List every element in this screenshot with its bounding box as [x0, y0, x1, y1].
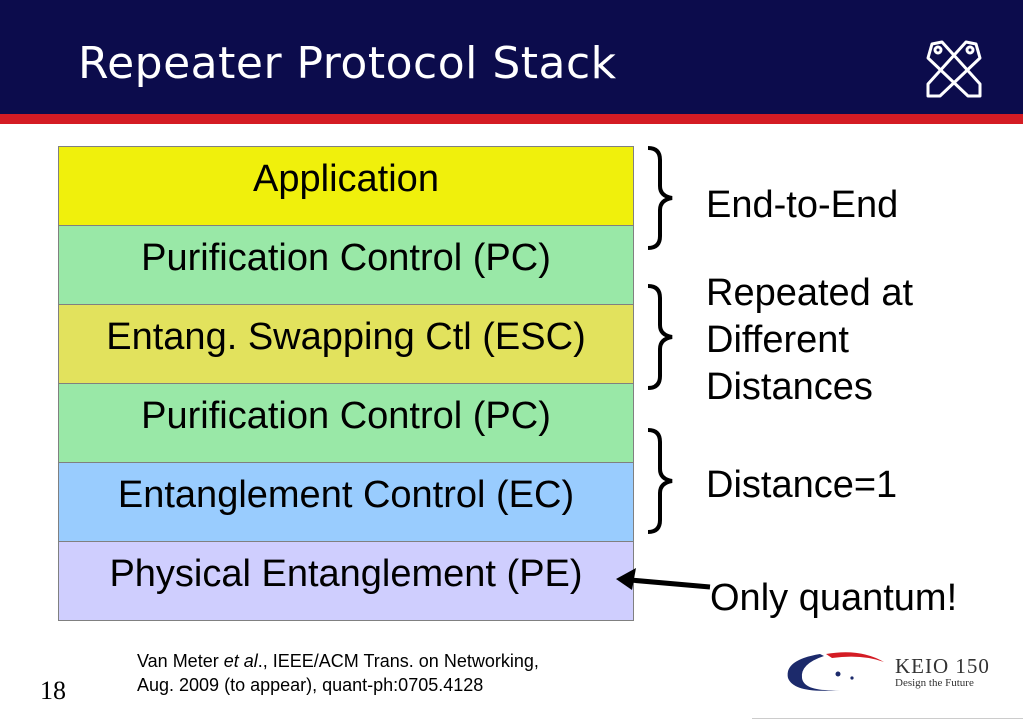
header-accent-line [0, 114, 1023, 124]
layer-application: Application [58, 146, 634, 226]
layer-purification-control-upper: Purification Control (PC) [58, 226, 634, 305]
layer-entanglement-control: Entanglement Control (EC) [58, 463, 634, 542]
protocol-stack: Application Purification Control (PC) En… [58, 146, 634, 621]
citation: Van Meter et al., IEEE/ACM Trans. on Net… [137, 649, 539, 697]
label-repeated-line1: Repeated at [706, 272, 914, 314]
keio-name: KEIO 150 [895, 654, 990, 678]
page-number: 18 [40, 676, 66, 705]
arrow-left-icon [616, 568, 711, 590]
brace-distance-one [647, 428, 673, 534]
citation-line2: Aug. 2009 (to appear), quant-ph:0705.412… [137, 675, 484, 695]
citation-journal: ., IEEE/ACM Trans. on Networking, [257, 651, 539, 671]
label-only-quantum: Only quantum! [710, 577, 958, 619]
slide-title: Repeater Protocol Stack [78, 38, 617, 89]
layer-physical-entanglement: Physical Entanglement (PE) [58, 542, 634, 621]
brace-repeated [647, 284, 673, 390]
crossed-pens-icon [926, 40, 982, 98]
keio-swoosh-icon [787, 652, 884, 691]
brace-end-to-end [647, 146, 673, 250]
citation-line1: Van Meter et al., IEEE/ACM Trans. on Net… [137, 649, 539, 673]
footer-divider [752, 718, 1023, 719]
label-repeated-line2: Different [706, 319, 849, 361]
citation-authors: Van Meter [137, 651, 224, 671]
label-end-to-end: End-to-End [706, 184, 899, 226]
layer-purification-control-lower: Purification Control (PC) [58, 384, 634, 463]
citation-etal: et al [223, 651, 258, 671]
layer-entang-swapping-ctl: Entang. Swapping Ctl (ESC) [58, 305, 634, 384]
keio-wordmark: KEIO 150 Design the Future [895, 654, 990, 689]
label-distance-one: Distance=1 [706, 464, 898, 506]
label-repeated-line3: Distances [706, 366, 873, 408]
keio-tagline: Design the Future [895, 677, 974, 689]
header-bar: Repeater Protocol Stack [0, 0, 1023, 114]
